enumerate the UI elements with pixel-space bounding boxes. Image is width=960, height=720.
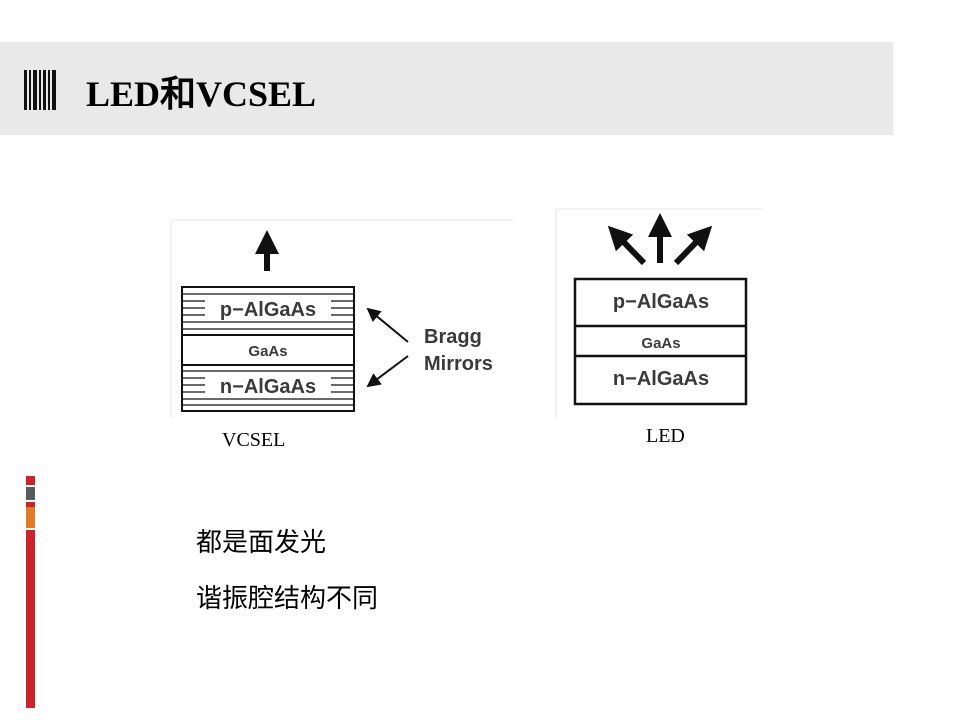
led-caption: LED xyxy=(646,425,685,447)
body-line-1: 都是面发光 xyxy=(196,528,327,558)
vcsel-layer-n: n−AlGaAs xyxy=(220,376,316,398)
led-layer-n: n−AlGaAs xyxy=(613,368,709,390)
vcsel-diagram: p−AlGaAs GaAs n−AlGaAs Bragg Mirrors xyxy=(170,219,514,418)
led-layer-stack xyxy=(573,277,748,406)
led-layer-active: GaAs xyxy=(641,335,680,352)
vcsel-layer-p: p−AlGaAs xyxy=(220,299,316,321)
led-emission-arrow-left xyxy=(607,225,647,266)
mirror-label-mirrors: Mirrors xyxy=(424,353,493,375)
led-layer-p: p−AlGaAs xyxy=(613,291,709,313)
body-line-2: 谐振腔结构不同 xyxy=(196,584,379,614)
led-diagram: p−AlGaAs GaAs n−AlGaAs xyxy=(555,208,762,418)
led-emission-arrow-right xyxy=(673,225,713,266)
vcsel-caption: VCSEL xyxy=(222,429,286,451)
title-band xyxy=(0,42,893,135)
mirror-pointer-top-arrow xyxy=(366,307,409,343)
page-title: LED和VCSEL xyxy=(86,74,317,114)
title-barcode-icon xyxy=(24,70,56,110)
vcsel-layer-active: GaAs xyxy=(248,343,287,360)
mirror-label-bragg: Bragg xyxy=(424,326,482,348)
mirror-pointer-bottom-arrow xyxy=(366,355,409,388)
